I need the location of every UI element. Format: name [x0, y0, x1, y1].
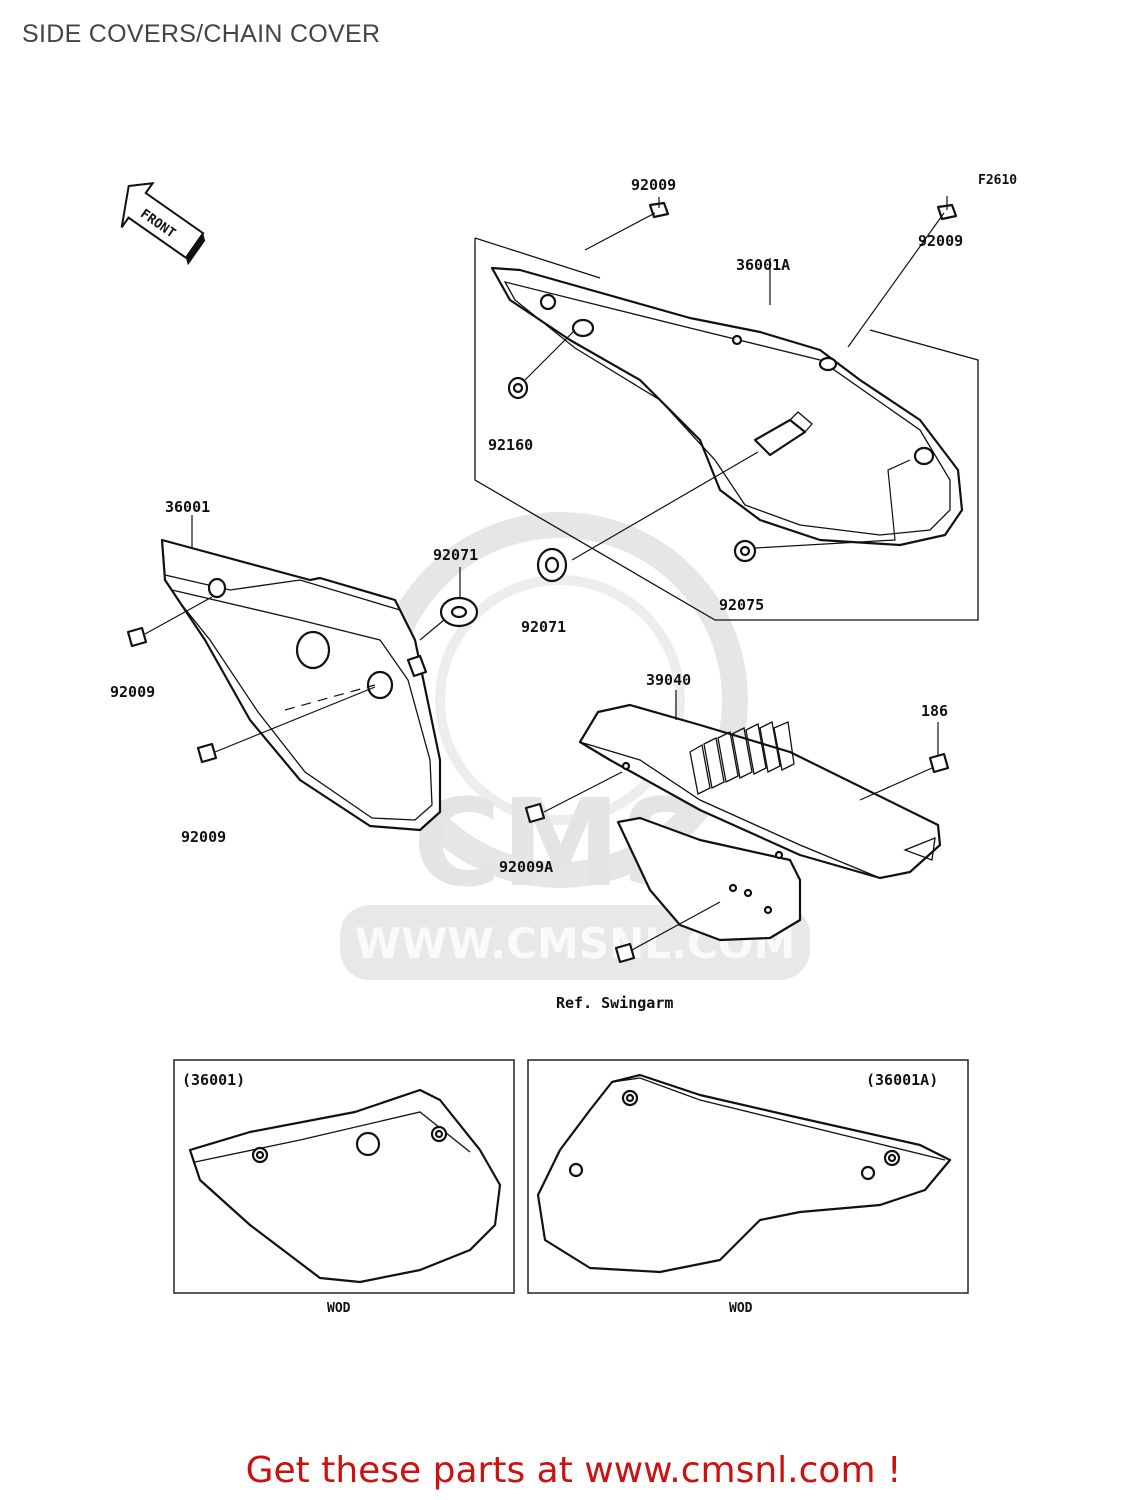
side-cover-right-assembly	[474, 196, 979, 621]
inset-36001a-caption: WOD	[729, 1301, 753, 1316]
label-92009-right: 92009	[918, 232, 963, 250]
label-39040: 39040	[646, 671, 691, 689]
label-92009-left-upper: 92009	[110, 683, 155, 701]
inset-36001: (36001) WOD	[173, 1059, 515, 1316]
label-92160: 92160	[488, 436, 533, 454]
label-92071-right: 92071	[521, 618, 566, 636]
footer-cta-link[interactable]: Get these parts at www.cmsnl.com !	[245, 1450, 902, 1491]
front-direction-marker: FRONT	[120, 181, 206, 266]
label-36001: 36001	[165, 498, 210, 516]
label-92071-left: 92071	[433, 546, 478, 564]
chain-guard-lower	[616, 816, 802, 942]
figure-code: F2610	[978, 173, 1017, 188]
inset-36001a: (36001A) WOD	[527, 1059, 969, 1316]
parts-diagram: CMS WWW.CMSNL.COM FRONT F2610	[110, 173, 1017, 1316]
label-186: 186	[921, 702, 948, 720]
label-92009-top: 92009	[631, 176, 676, 194]
label-92009-left-lower: 92009	[181, 828, 226, 846]
label-92075: 92075	[719, 596, 764, 614]
reference-swingarm: Ref. Swingarm	[556, 994, 673, 1012]
chain-cover-assembly	[524, 690, 950, 964]
inset-36001-caption: WOD	[327, 1301, 351, 1316]
side-cover-36001	[160, 538, 442, 832]
inset-36001-part: (36001)	[182, 1071, 245, 1089]
inset-36001a-part: (36001A)	[866, 1071, 938, 1089]
chain-cover-39040	[578, 703, 942, 880]
chain-cover-ribs	[689, 721, 795, 795]
label-36001a: 36001A	[736, 256, 790, 274]
side-cover-36001a	[490, 266, 964, 547]
side-cover-left-assembly	[126, 515, 568, 832]
label-92009a: 92009A	[499, 858, 553, 876]
page-title: SIDE COVERS/CHAIN COVER	[22, 20, 381, 48]
